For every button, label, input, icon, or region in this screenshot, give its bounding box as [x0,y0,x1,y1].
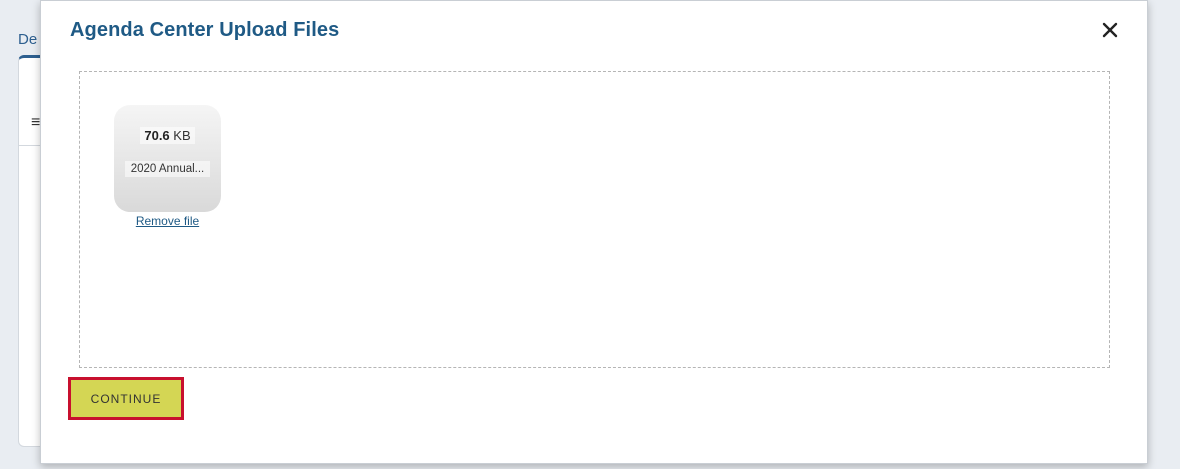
close-button[interactable] [1099,19,1121,41]
continue-button[interactable]: CONTINUE [68,377,184,420]
file-size: 70.6 KB [114,127,221,145]
close-icon [1102,22,1118,38]
file-size-unit: KB [173,128,191,143]
file-size-value: 70.6 [144,128,170,143]
background-divider [18,145,42,146]
menu-icon: ≡ [31,114,41,131]
upload-modal: Agenda Center Upload Files 70.6 KB 2020 … [40,0,1148,464]
file-dropzone[interactable]: 70.6 KB 2020 Annual... Remove file [79,71,1110,368]
remove-file-link[interactable]: Remove file [135,214,200,228]
modal-title: Agenda Center Upload Files [70,19,340,41]
breadcrumb-fragment: De [18,31,38,48]
file-preview: 70.6 KB 2020 Annual... [114,105,221,212]
file-name: 2020 Annual... [125,161,210,177]
